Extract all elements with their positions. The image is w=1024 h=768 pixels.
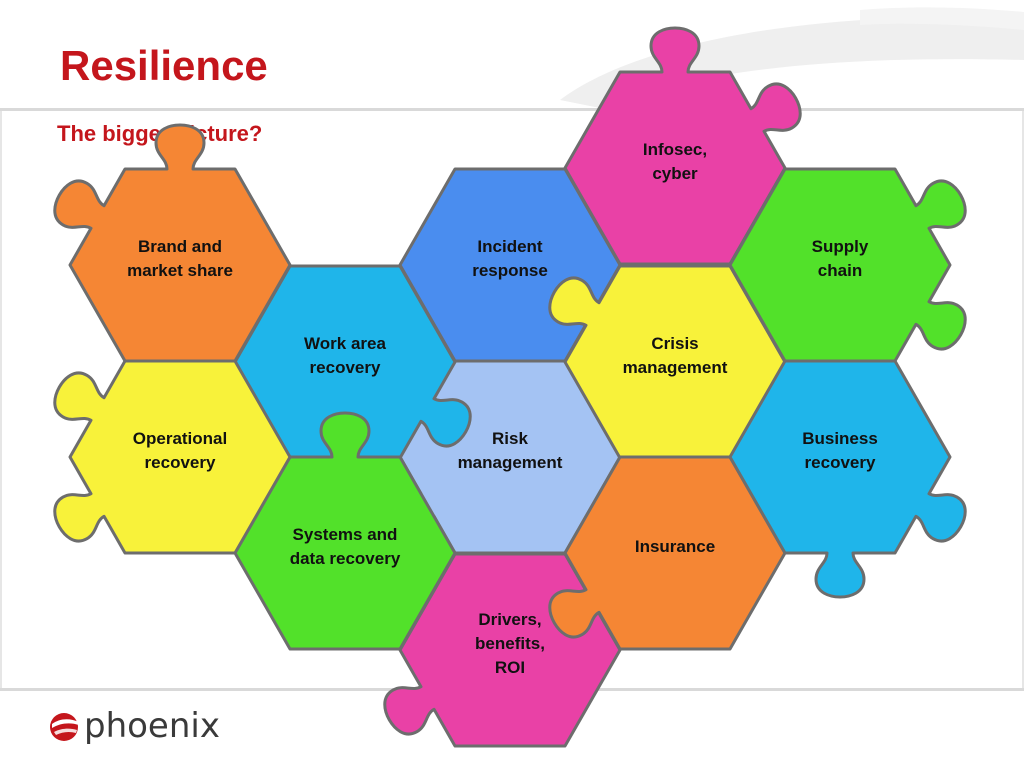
puzzle-piece-operational — [53, 359, 292, 555]
logo-wordmark: phoenix — [84, 706, 220, 746]
header-divider — [0, 108, 1024, 111]
phoenix-logo: phoenix — [48, 704, 220, 748]
puzzle-piece-supply — [728, 167, 967, 363]
puzzle-piece-business — [728, 359, 967, 599]
puzzle-piece-infosec — [563, 26, 802, 266]
phoenix-logo-mark-icon — [50, 713, 79, 741]
puzzle-piece-shape-brand — [53, 123, 292, 363]
puzzle-piece-shape-operational — [53, 359, 292, 555]
puzzle-piece-systems — [233, 411, 457, 651]
frame-left — [0, 111, 2, 688]
puzzle-piece-shape-business — [728, 359, 967, 599]
slide-title: Resilience — [60, 42, 268, 89]
puzzle-piece-shape-systems — [233, 411, 457, 651]
puzzle-piece-shape-insurance — [548, 455, 787, 651]
puzzle-piece-shape-infosec — [563, 26, 802, 266]
frame-right — [1022, 111, 1024, 688]
puzzle-piece-insurance — [548, 455, 787, 651]
puzzle-piece-work-area — [233, 264, 472, 460]
puzzle-piece-brand — [53, 123, 292, 363]
puzzle-piece-shape-supply — [728, 167, 967, 363]
puzzle-piece-shape-work-area — [233, 264, 472, 460]
